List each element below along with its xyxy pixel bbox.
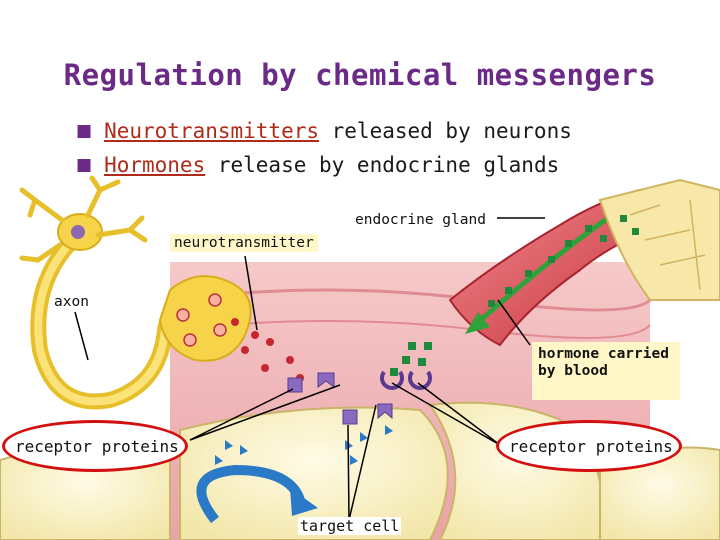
leader-line bbox=[497, 299, 531, 346]
bullet-list: ■ Neurotransmitters released by neurons … bbox=[76, 114, 572, 182]
receptor-proteins-left-label: receptor proteins bbox=[15, 437, 179, 456]
target-cell-body bbox=[179, 406, 449, 540]
receptor-protein bbox=[342, 409, 358, 425]
bullet-term: Neurotransmitters bbox=[104, 119, 319, 143]
leader-line bbox=[74, 311, 89, 361]
hormone-label: hormone carried by blood bbox=[532, 342, 680, 400]
hormone-molecule bbox=[390, 368, 398, 376]
vesicle bbox=[183, 333, 197, 347]
neurotransmitter-label: neurotransmitter bbox=[170, 234, 318, 252]
neuron-dendrite bbox=[19, 242, 63, 263]
signal-arrowhead bbox=[290, 488, 318, 516]
hormone-molecule bbox=[488, 300, 495, 307]
bullet-text: release by endocrine glands bbox=[205, 153, 560, 177]
hormone-molecule bbox=[418, 358, 426, 366]
neuron-dendrite bbox=[19, 187, 65, 223]
slide-title: Regulation by chemical messengers bbox=[63, 58, 657, 92]
hormone-molecule bbox=[525, 270, 532, 277]
signal-arrow bbox=[196, 464, 305, 524]
leader-line bbox=[189, 384, 341, 441]
bullet-item: ■ Neurotransmitters released by neurons bbox=[76, 114, 572, 148]
hormone-label-line: by blood bbox=[538, 363, 608, 379]
receptor-proteins-right-label: receptor proteins bbox=[509, 437, 673, 456]
hormone-molecule bbox=[585, 225, 592, 232]
signal-molecule bbox=[240, 445, 248, 455]
receptor-proteins-left-oval: receptor proteins bbox=[2, 420, 188, 472]
square-bullet-icon: ■ bbox=[76, 155, 93, 175]
leader-line bbox=[189, 388, 294, 441]
neurotransmitter-molecule bbox=[286, 356, 294, 364]
signal-molecule bbox=[345, 440, 353, 450]
target-cell-label: target cell bbox=[298, 517, 402, 535]
leader-line bbox=[391, 382, 501, 446]
endocrine-gland bbox=[598, 178, 720, 301]
leader-line bbox=[348, 404, 377, 521]
receptor-protein bbox=[377, 403, 393, 420]
hormone-molecule bbox=[548, 256, 555, 263]
neurotransmitter-molecule bbox=[231, 318, 239, 326]
receptor-protein bbox=[408, 370, 432, 390]
hormone-molecule bbox=[620, 215, 627, 222]
receptor-protein bbox=[380, 370, 404, 390]
signal-molecule bbox=[360, 432, 368, 442]
axon-label: axon bbox=[52, 294, 91, 310]
hormone-label-line: hormone carried bbox=[538, 346, 669, 362]
vesicle bbox=[176, 308, 190, 322]
bullet-text: released by neurons bbox=[319, 119, 572, 143]
hormone-molecule bbox=[600, 235, 607, 242]
neurotransmitter-molecule bbox=[251, 331, 259, 339]
hormone-molecule bbox=[402, 356, 410, 364]
vesicle bbox=[208, 293, 222, 307]
endocrine-gland-label: endocrine gland bbox=[355, 212, 486, 228]
neuron-dendrite bbox=[85, 175, 121, 218]
receptor-protein bbox=[317, 372, 335, 388]
signal-molecule bbox=[215, 455, 223, 465]
hormone-molecule bbox=[408, 342, 416, 350]
blood-flow-arrowhead bbox=[465, 312, 490, 334]
signal-molecule bbox=[225, 440, 233, 450]
square-bullet-icon: ■ bbox=[76, 121, 93, 141]
hormone-molecule bbox=[424, 342, 432, 350]
gland-lobule bbox=[629, 199, 706, 291]
leader-line bbox=[417, 382, 501, 446]
tissue-wave bbox=[169, 320, 651, 339]
bullet-term: Hormones bbox=[104, 153, 206, 177]
hormone-molecule bbox=[632, 228, 639, 235]
neurotransmitter-molecule bbox=[241, 346, 249, 354]
receptor-proteins-right-oval: receptor proteins bbox=[496, 420, 682, 472]
leader-line bbox=[244, 255, 258, 331]
receptor-protein bbox=[287, 377, 303, 393]
hormone-molecule bbox=[505, 287, 512, 294]
signal-molecule bbox=[385, 425, 393, 435]
leader-line bbox=[347, 424, 350, 521]
vesicle bbox=[213, 323, 227, 337]
signal-molecule bbox=[350, 455, 358, 465]
neurotransmitter-molecule bbox=[261, 364, 269, 372]
hormone-molecule bbox=[565, 240, 572, 247]
neuron-nucleus bbox=[71, 225, 85, 239]
axon-terminal bbox=[158, 275, 252, 362]
neurotransmitter-molecule bbox=[266, 338, 274, 346]
neuron-dendrite bbox=[95, 215, 148, 243]
bullet-item: ■ Hormones release by endocrine glands bbox=[76, 148, 572, 182]
